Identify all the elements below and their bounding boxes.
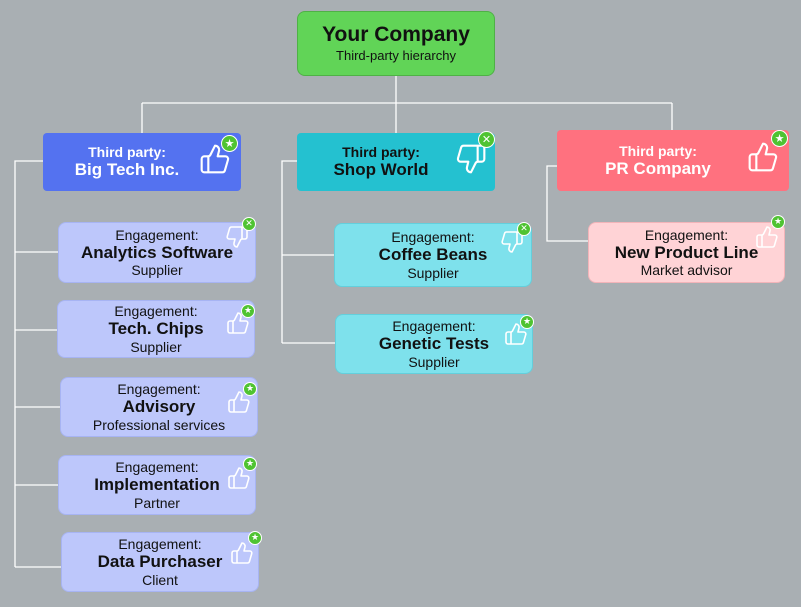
engagement-name: Tech. Chips xyxy=(108,319,204,339)
engagement-advisory[interactable]: Engagement: Advisory Professional servic… xyxy=(60,377,258,437)
engagement-role: Partner xyxy=(134,494,180,511)
rejected-badge-icon: ✕ xyxy=(478,131,495,148)
engagement-name: Implementation xyxy=(94,475,220,495)
root-title: Your Company xyxy=(322,22,470,46)
thumbs-up-icon xyxy=(228,391,250,413)
approved-badge-icon: ★ xyxy=(243,457,257,471)
third-party-label: Third party: xyxy=(342,144,420,161)
rejected-badge-icon: ✕ xyxy=(242,217,256,231)
thumbs-up-icon xyxy=(231,542,253,564)
engagement-name: Coffee Beans xyxy=(378,245,488,265)
engagement-role: Client xyxy=(142,571,178,588)
engagement-new-product-line[interactable]: Engagement: New Product Line Market advi… xyxy=(588,215,785,283)
thumbs-up-icon xyxy=(227,312,249,334)
root-node-your-company[interactable]: Your Company Third-party hierarchy xyxy=(297,11,495,76)
third-party-name: Shop World xyxy=(333,160,429,180)
third-party-big-tech[interactable]: Third party: Big Tech Inc. ★ xyxy=(43,133,241,191)
engagement-label: Engagement: xyxy=(114,303,198,320)
third-party-name: PR Company xyxy=(605,158,711,178)
engagement-role: Supplier xyxy=(407,264,459,281)
approved-badge-icon: ★ xyxy=(221,135,238,152)
approved-badge-icon: ★ xyxy=(771,215,785,229)
engagement-name: Genetic Tests xyxy=(378,334,490,354)
thumbs-up-icon xyxy=(756,226,778,248)
engagement-label: Engagement: xyxy=(644,226,729,243)
engagement-label: Engagement: xyxy=(117,381,201,398)
root-subtitle: Third-party hierarchy xyxy=(336,48,456,64)
engagement-role: Supplier xyxy=(130,338,182,355)
engagement-role: Supplier xyxy=(408,353,460,370)
engagement-name: Analytics Software xyxy=(80,242,234,262)
engagement-label: Engagement: xyxy=(391,229,475,246)
rejected-badge-icon: ✕ xyxy=(517,222,531,236)
engagement-genetic-tests[interactable]: Engagement: Genetic Tests Supplier ★ xyxy=(335,314,534,374)
approved-badge-icon: ★ xyxy=(520,315,534,329)
engagement-analytics-software[interactable]: Engagement: Analytics Software Supplier … xyxy=(58,217,256,283)
third-party-name: Big Tech Inc. xyxy=(74,160,180,180)
approved-badge-icon: ★ xyxy=(248,531,262,545)
thumbs-up-icon xyxy=(505,323,527,345)
thumbs-down-icon xyxy=(456,144,486,174)
engagement-name: Advisory xyxy=(122,397,196,417)
thumbs-up-icon xyxy=(748,142,778,172)
third-party-label: Third party: xyxy=(619,142,697,159)
engagement-coffee-beans[interactable]: Engagement: Coffee Beans Supplier ✕ xyxy=(334,222,532,287)
engagement-tech-chips[interactable]: Engagement: Tech. Chips Supplier ★ xyxy=(57,300,255,358)
thumbs-up-icon xyxy=(200,144,230,174)
third-party-pr-company[interactable]: Third party: PR Company ★ xyxy=(557,130,789,191)
engagement-label: Engagement: xyxy=(118,536,202,553)
engagement-label: Engagement: xyxy=(392,318,476,335)
approved-badge-icon: ★ xyxy=(243,382,257,396)
engagement-label: Engagement: xyxy=(115,459,199,476)
approved-badge-icon: ★ xyxy=(241,304,255,318)
approved-badge-icon: ★ xyxy=(771,130,788,147)
engagement-role: Supplier xyxy=(131,262,183,279)
thumbs-up-icon xyxy=(228,467,250,489)
engagement-implementation[interactable]: Engagement: Implementation Partner ★ xyxy=(58,455,257,515)
engagement-role: Professional services xyxy=(92,416,226,433)
engagement-label: Engagement: xyxy=(115,226,199,243)
third-party-label: Third party: xyxy=(88,144,166,161)
engagement-data-purchaser[interactable]: Engagement: Data Purchaser Client ★ xyxy=(61,531,262,592)
engagement-name: New Product Line xyxy=(614,242,759,262)
engagement-name: Data Purchaser xyxy=(97,552,223,572)
engagement-role: Market advisor xyxy=(640,262,733,279)
third-party-shop-world[interactable]: Third party: Shop World ✕ xyxy=(297,131,495,191)
